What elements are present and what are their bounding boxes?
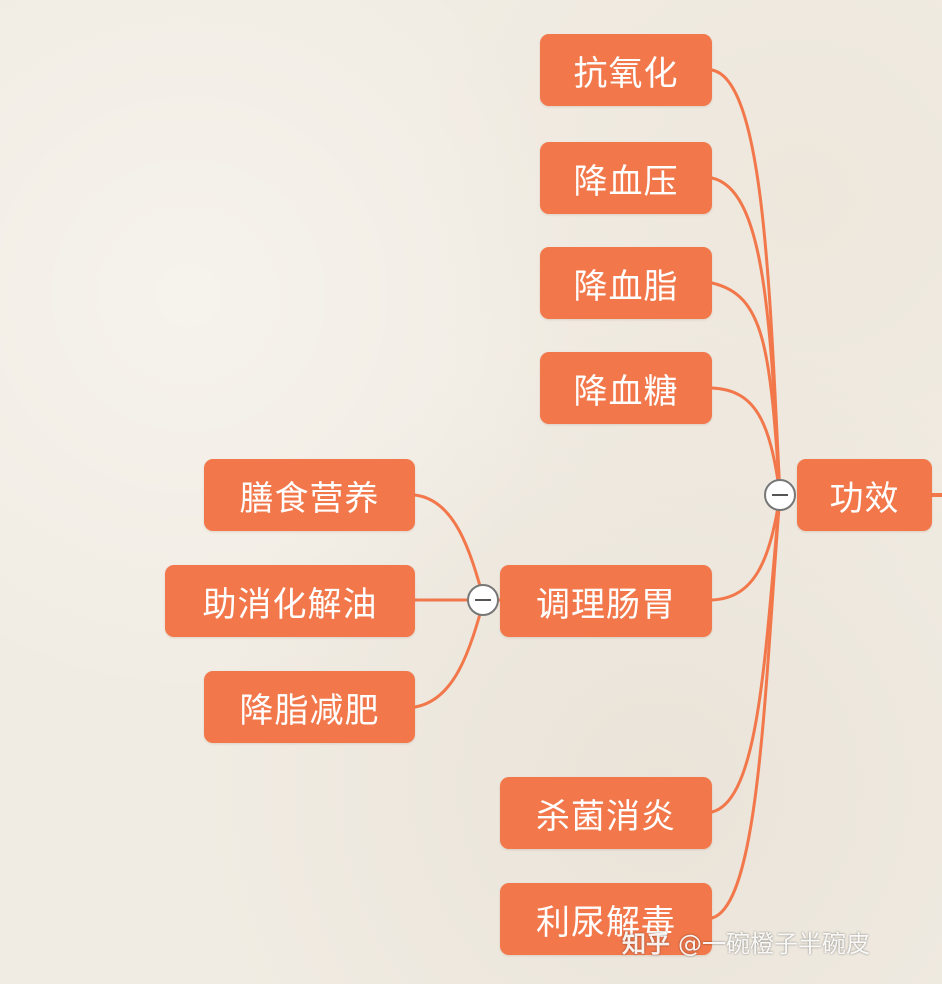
root-collapse-toggle[interactable] [764,479,796,511]
watermark-brand: 知乎 [622,930,670,958]
minus-icon [475,599,491,601]
branch-node-antibacterial[interactable]: 杀菌消炎 [500,777,712,849]
branch-node-antioxidant[interactable]: 抗氧化 [540,34,712,106]
branch-node-lower-blood-lipids[interactable]: 降血脂 [540,247,712,319]
link-subgroup-to-child-1 [413,493,486,602]
branch-node-lower-blood-pressure[interactable]: 降血压 [540,142,712,214]
link-root-to-branch-4 [710,386,782,497]
child-node-dietary-nutrition[interactable]: 膳食营养 [204,459,415,531]
link-root-to-branch-3 [710,281,782,497]
link-root-to-branch-7 [710,493,782,920]
link-root-to-branch-5 [710,493,782,602]
link-subgroup-to-child-3 [413,598,486,709]
child-node-aid-digestion[interactable]: 助消化解油 [165,565,415,637]
watermark-author: @一碗橙子半碗皮 [678,930,870,958]
watermark: 知乎 @一碗橙子半碗皮 [622,924,870,959]
branch-node-lower-blood-sugar[interactable]: 降血糖 [540,352,712,424]
subgroup-collapse-toggle[interactable] [467,584,499,616]
minus-icon [772,494,788,496]
root-node-efficacy[interactable]: 功效 [797,459,932,531]
branch-node-diuretic-detox[interactable]: 利尿解毒 [500,883,712,955]
link-root-to-branch-1 [710,68,782,497]
child-node-weight-loss[interactable]: 降脂减肥 [204,671,415,743]
branch-node-regulate-stomach[interactable]: 调理肠胃 [500,565,712,637]
